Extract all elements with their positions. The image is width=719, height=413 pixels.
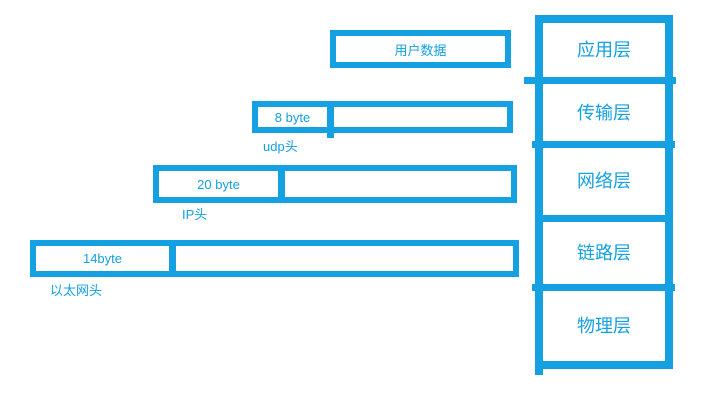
ethernet-header-divider (169, 246, 176, 271)
ethernet-header-caption: 以太网头 (50, 283, 103, 298)
udp-header-divider (327, 107, 334, 138)
user-data-label: 用户数据 (394, 42, 447, 58)
stack-bottom-nub (535, 362, 543, 375)
udp-header-size-label: 8 byte (274, 109, 311, 125)
ethernet-header-size-label: 14byte (82, 251, 123, 266)
layer-divider (532, 284, 675, 291)
protocol-layer-stack: 应用层 传输层 网络层 链路层 物理层 (524, 15, 676, 375)
ip-header-caption: IP头 (182, 207, 208, 222)
ip-header-cell: 20 byte (159, 171, 278, 197)
user-data-box: 用户数据 (330, 30, 511, 68)
layer-label-datalink: 链路层 (577, 243, 631, 263)
layer-label-application: 应用层 (577, 40, 631, 60)
ethernet-header-cell: 14byte (36, 246, 169, 271)
ip-header-divider (278, 171, 285, 197)
layer-label-physical: 物理层 (577, 316, 631, 336)
ip-header-size-label: 20 byte (197, 176, 240, 192)
layer-divider (535, 215, 673, 222)
ip-packet-box: 20 byte (153, 165, 517, 203)
layer-label-transport: 传输层 (577, 103, 631, 123)
udp-header-cell: 8 byte (258, 107, 327, 127)
layer-divider (524, 77, 676, 84)
udp-packet-box: 8 byte (252, 101, 513, 138)
layer-divider (532, 141, 675, 148)
ethernet-frame-box: 14byte (30, 240, 519, 277)
udp-header-caption: udp头 (263, 139, 298, 154)
layer-label-network: 网络层 (577, 171, 631, 191)
